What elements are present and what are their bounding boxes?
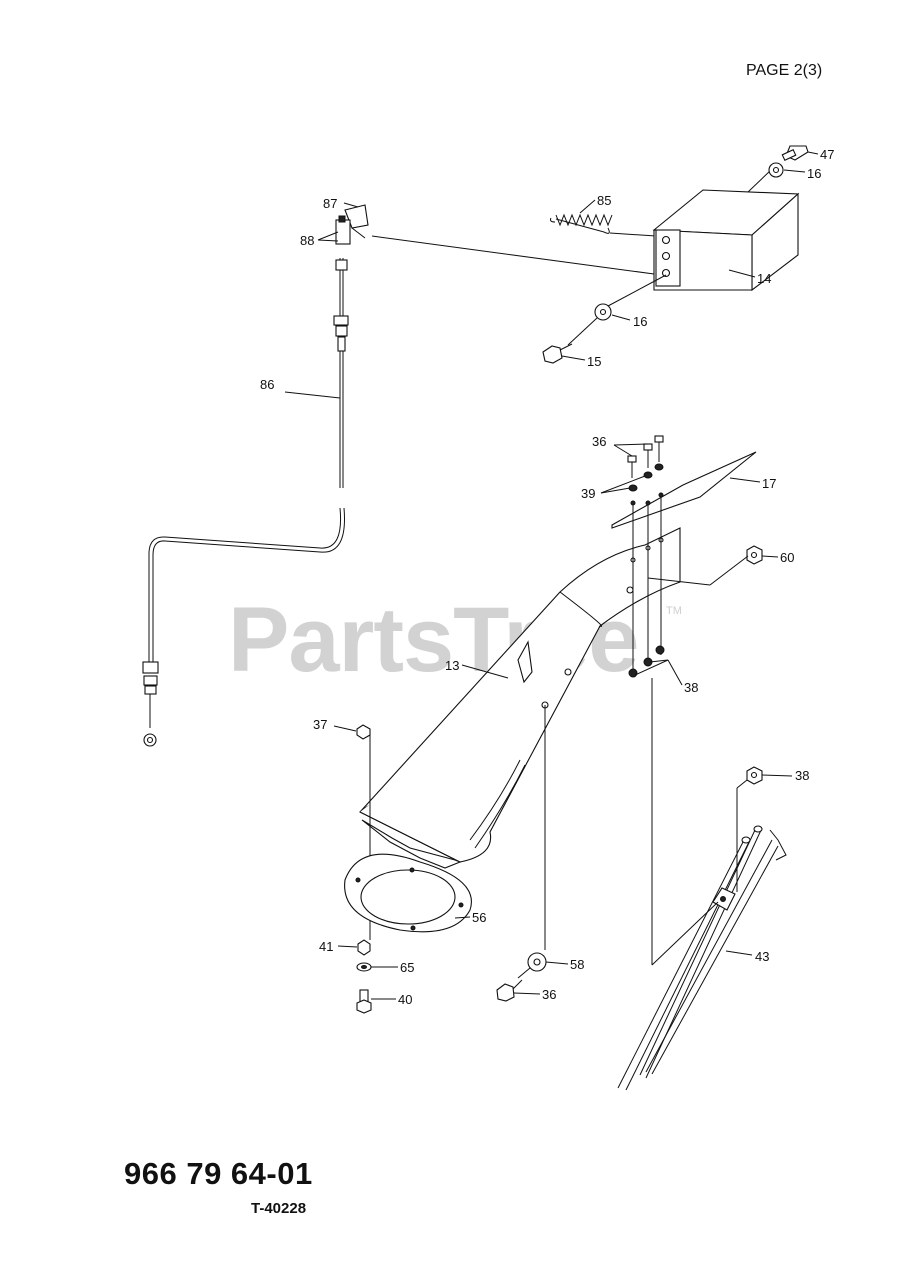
spring-85[interactable] bbox=[550, 213, 657, 237]
rod-43[interactable] bbox=[617, 825, 787, 1091]
callout-39: 39 bbox=[581, 486, 595, 501]
bolt-36-lower[interactable] bbox=[496, 979, 523, 1002]
cable-86[interactable] bbox=[142, 258, 349, 747]
callout-58: 58 bbox=[570, 957, 584, 972]
callout-38-rod: 38 bbox=[795, 768, 809, 783]
callout-47: 47 bbox=[820, 147, 834, 162]
deflector-14[interactable] bbox=[652, 189, 800, 292]
callout-56: 56 bbox=[472, 910, 486, 925]
washer-58[interactable] bbox=[527, 952, 547, 972]
callout-65: 65 bbox=[400, 960, 414, 975]
washer-65[interactable] bbox=[356, 962, 372, 972]
part-number: 966 79 64-01 bbox=[124, 1156, 313, 1191]
bolts-36-upper[interactable] bbox=[627, 435, 664, 478]
washer-16-lower[interactable] bbox=[594, 303, 612, 321]
callout-14: 14 bbox=[757, 271, 771, 286]
nut-60[interactable] bbox=[746, 545, 763, 565]
bolt-47[interactable] bbox=[781, 145, 809, 161]
bolt-15[interactable] bbox=[542, 343, 573, 364]
callout-36-upper: 36 bbox=[592, 434, 606, 449]
callout-36-lower: 36 bbox=[542, 987, 556, 1002]
callout-13: 13 bbox=[445, 658, 459, 673]
nut-37[interactable] bbox=[356, 724, 371, 740]
callout-86: 86 bbox=[260, 377, 274, 392]
nut-38-rod[interactable] bbox=[746, 766, 763, 785]
callout-37: 37 bbox=[313, 717, 327, 732]
callout-85: 85 bbox=[597, 193, 611, 208]
callout-40: 40 bbox=[398, 992, 412, 1007]
ring-56[interactable] bbox=[344, 853, 472, 933]
callout-15: 15 bbox=[587, 354, 601, 369]
chute-13[interactable] bbox=[359, 527, 681, 869]
page-number: PAGE 2(3) bbox=[746, 62, 823, 79]
callout-60: 60 bbox=[780, 550, 794, 565]
callout-41: 41 bbox=[319, 939, 333, 954]
callout-17: 17 bbox=[762, 476, 776, 491]
diagram-code: T-40228 bbox=[251, 1200, 307, 1217]
bracket-87[interactable] bbox=[335, 204, 369, 245]
callouts: 47 16 87 88 85 14 16 15 86 36 39 17 60 1… bbox=[260, 147, 834, 1007]
bolt-40[interactable] bbox=[356, 989, 372, 1014]
callout-38-chute: 38 bbox=[684, 680, 698, 695]
nut-41[interactable] bbox=[357, 939, 371, 956]
callout-16-lower: 16 bbox=[633, 314, 647, 329]
callout-43: 43 bbox=[755, 949, 769, 964]
leader-lines bbox=[284, 151, 819, 1000]
callout-87: 87 bbox=[323, 196, 337, 211]
callout-88: 88 bbox=[300, 233, 314, 248]
trademark-mark: TM bbox=[666, 605, 682, 617]
callout-16-upper: 16 bbox=[807, 166, 821, 181]
washers-39[interactable] bbox=[628, 463, 664, 492]
washer-16-upper[interactable] bbox=[768, 162, 784, 178]
